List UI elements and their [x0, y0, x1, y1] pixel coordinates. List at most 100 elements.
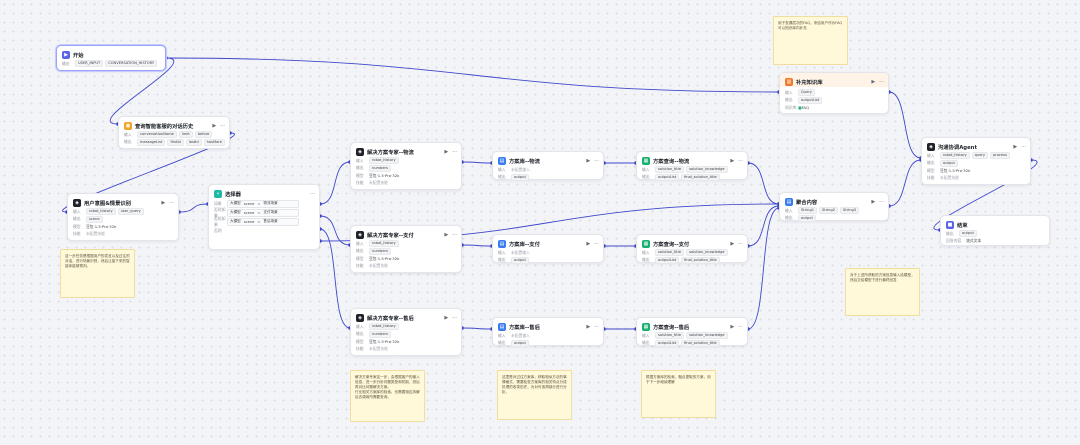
note-agent[interactable]: 对于上述所获取的方案信息输入给模型，然后交给模型下进行最终回答 [845, 268, 920, 316]
more-icon[interactable]: ··· [879, 78, 884, 85]
run-icon[interactable]: ▶ [444, 231, 449, 238]
knowledge-icon: ▥ [785, 77, 793, 86]
start-node[interactable]: ▶ 开始 输出 USER_INPUT CONVERSATION_HISTORY [56, 45, 166, 71]
output-tag: USER_INPUT [75, 60, 104, 68]
more-icon[interactable]: ··· [310, 190, 315, 197]
input-tag: Query [798, 89, 815, 97]
run-icon[interactable]: ▶ [1013, 143, 1018, 150]
cond-var: 大模型 [230, 210, 241, 214]
input-tag: robot_history [940, 152, 970, 160]
more-icon[interactable]: ··· [738, 157, 743, 164]
note-faq[interactable]: 用于查漏层次的FAQ，来给用户作为FAQ可以知识库内补充 [773, 16, 848, 65]
run-icon[interactable]: ▶ [586, 157, 591, 164]
run-icon[interactable]: ▶ [161, 199, 166, 206]
run-icon[interactable]: ▶ [730, 240, 735, 247]
connector-edge [165, 57, 780, 93]
branch-icon: ⑂ [214, 189, 222, 198]
merge-icon: ▤ [785, 197, 793, 206]
output-tag: outputList [798, 96, 823, 104]
more-icon[interactable]: ··· [738, 323, 743, 330]
run-icon[interactable]: ▶ [444, 314, 449, 321]
input-label: 输入 [498, 249, 506, 255]
input-tag: limit [178, 131, 193, 139]
more-icon[interactable]: ··· [879, 198, 884, 205]
node-title: 方案查询--支付 [653, 241, 690, 248]
model-value: 豆包·1.5·Pro·32k [369, 338, 400, 344]
llm-icon: ◈ [356, 230, 364, 239]
connector-edge [747, 205, 780, 247]
more-icon[interactable]: ··· [594, 157, 599, 164]
input-tag: solution_title [655, 166, 685, 174]
more-icon[interactable]: ··· [738, 240, 743, 247]
output-tag: hasMore [203, 138, 225, 146]
run-icon[interactable]: ▶ [871, 78, 876, 85]
run-icon[interactable]: ▶ [586, 240, 591, 247]
more-icon[interactable]: ··· [452, 148, 457, 155]
run-icon[interactable]: ▶ [730, 157, 735, 164]
more-icon[interactable]: ··· [594, 240, 599, 247]
run-icon[interactable]: ▶ [871, 198, 876, 205]
output-label: 输出 [785, 97, 793, 103]
run-icon[interactable]: ▶ [586, 323, 591, 330]
node-title: 方案库--支付 [509, 241, 540, 248]
input-label: 输入 [785, 207, 793, 213]
cond-var: 大模型 [230, 201, 241, 205]
note-library[interactable]: 这里是对过往方案库，获取相似方法的事情格式，需要检查方案库的相关特点分成处理的收… [497, 370, 572, 420]
output-tag: outputList [655, 256, 680, 264]
cond-value: 售后场景 [263, 219, 278, 223]
output-label: 输出 [498, 340, 506, 346]
input-label: 输入 [356, 323, 364, 329]
output-label: 输出 [642, 174, 650, 180]
node-title: 解决方案专家--物流 [367, 149, 414, 156]
note-intent[interactable]: 这一步任务是根据用户的发言以及过往的对话，进行场景识别，然后让接下来的智能体能够… [60, 249, 135, 298]
input-tag: robot_history [369, 240, 399, 248]
input-tag: robot_history [86, 208, 116, 216]
output-tag: final_solution_title [681, 173, 720, 181]
connector-edge [178, 203, 209, 213]
output-tag: scene [86, 215, 103, 223]
run-icon[interactable]: ▶ [730, 323, 735, 330]
llm-icon: ◈ [73, 198, 81, 207]
output-label: 输出 [785, 215, 793, 221]
more-icon[interactable]: ··· [1021, 143, 1026, 150]
more-icon[interactable]: ··· [220, 122, 225, 129]
input-tag: robot_history [369, 157, 399, 165]
history-node[interactable]: ▣ 查询智能客服的对话历史 ▶··· 输入 conversationName l… [118, 116, 230, 149]
cond-value: 支付场景 [263, 210, 278, 214]
output-tag: CONVERSATION_HISTORY [105, 60, 158, 68]
note-expert[interactable]: 解决方案专家这一步，会根据客户的输入信息，进一步分析问题类型和机制，然后再对比问… [350, 370, 425, 422]
input-tag: solution_title [655, 249, 685, 257]
connector-edge [461, 327, 493, 330]
run-icon[interactable]: ▶ [212, 122, 217, 129]
llm-icon: ◈ [356, 147, 364, 156]
note-query[interactable]: 根据方案库的检索，融合提取的方案，用于下一步继续理解 [641, 370, 716, 418]
more-icon[interactable]: ··· [452, 314, 457, 321]
node-title: 方案查询--售后 [653, 324, 690, 331]
output-label: 输出 [356, 331, 364, 337]
node-title: 解决方案专家--售后 [367, 315, 414, 322]
more-icon[interactable]: ··· [452, 231, 457, 238]
more-icon[interactable]: ··· [594, 323, 599, 330]
intent-node[interactable]: ◈ 用户意图&情景识别 ▶··· 输入 robot_history user_q… [67, 193, 179, 241]
run-icon[interactable]: ▶ [444, 148, 449, 155]
more-icon[interactable]: ··· [169, 199, 174, 206]
skill-value: 未配置技能 [369, 263, 388, 269]
input-tag: query [971, 152, 989, 160]
